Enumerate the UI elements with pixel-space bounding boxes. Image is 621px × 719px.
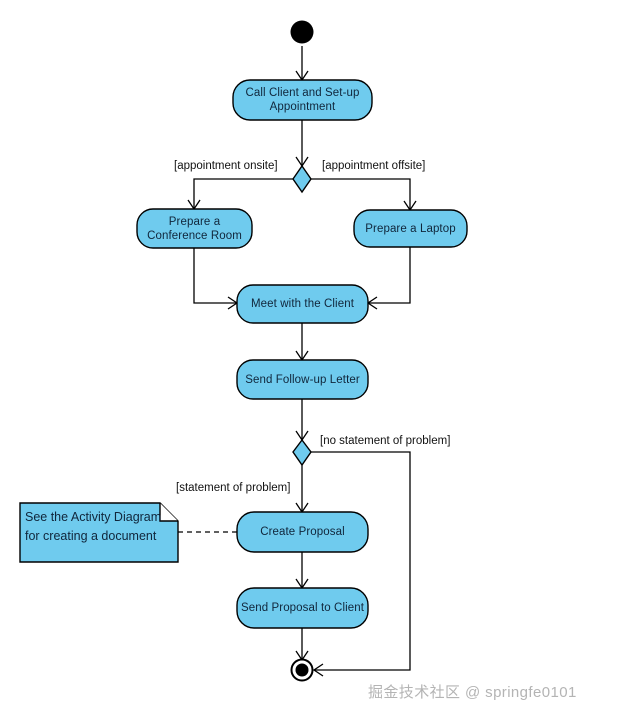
action-node-send-proposal <box>236 587 369 629</box>
edge-conference-room-to-meet-client <box>193 248 239 310</box>
initial-node <box>290 20 314 44</box>
edge-decision-to-laptop <box>311 178 417 212</box>
guard-label-appointment-offsite: [appointment offsite] <box>322 160 426 172</box>
final-node-core <box>295 663 309 677</box>
guard-label-appointment-onsite: [appointment onsite] <box>174 160 278 172</box>
action-node-send-followup <box>236 359 369 400</box>
note-shape <box>19 502 179 563</box>
note-text: See the Activity Diagram for creating a … <box>25 510 162 543</box>
watermark-text: 掘金技术社区 @ springfe0101 <box>368 684 577 701</box>
action-node-call-client <box>232 79 373 121</box>
guard-label-no-statement-of-problem: [no statement of problem] <box>320 435 451 447</box>
edge-decision-to-conference-room <box>187 178 293 211</box>
action-node-create-proposal <box>236 511 369 553</box>
note-fold-icon <box>159 503 178 522</box>
edge-laptop-to-meet-client <box>366 247 411 310</box>
action-node-prepare-laptop <box>353 209 468 248</box>
action-node-prepare-conference-room <box>136 208 253 249</box>
decision-node-appointment <box>292 164 312 194</box>
edge-decision-problem-to-end <box>311 451 411 677</box>
action-node-meet-client <box>236 284 369 324</box>
guard-label-statement-of-problem: [statement of problem] <box>176 482 291 494</box>
decision-node-problem <box>292 438 312 467</box>
